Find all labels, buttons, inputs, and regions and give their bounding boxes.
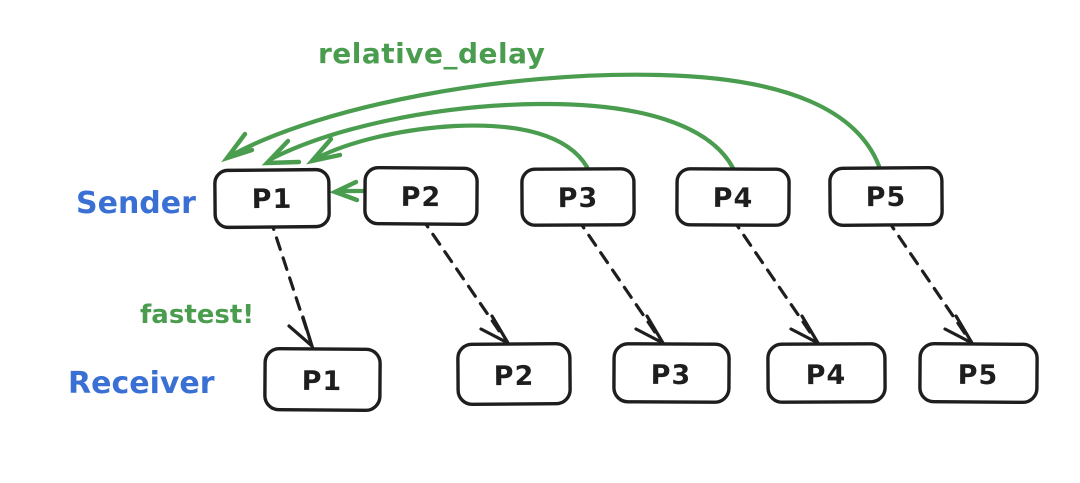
- dashed-arrow-p2-arrowhead-icon: [479, 314, 513, 347]
- arrow-p2-arrowhead-icon: [329, 179, 360, 203]
- dashed-arrow-p4-arrowhead-icon: [789, 314, 823, 347]
- dashed-arrow-p4: [730, 216, 816, 340]
- delivery-arrows: [268, 215, 977, 351]
- receiver-box-p3-label: P3: [651, 360, 692, 391]
- sender-box-p3-label: P3: [558, 183, 599, 214]
- receiver-box-p5: P5: [918, 341, 1039, 405]
- arc-p3-to-p1: [314, 123, 590, 170]
- arc-p5-to-p1: [229, 72, 882, 169]
- arc-p3-arrowhead-icon: [306, 136, 343, 165]
- receiver-label: Receiver: [68, 366, 215, 401]
- receiver-box-p4-label: P4: [806, 360, 847, 391]
- receiver-box-p2: P2: [456, 342, 572, 406]
- sender-box-p5: P5: [828, 166, 944, 227]
- relative-delay-arrows: [221, 72, 882, 203]
- receiver-box-p3: P3: [612, 342, 731, 404]
- sender-box-p1: P1: [213, 167, 331, 230]
- fastest-label: fastest!: [140, 300, 254, 330]
- receiver-box-p1: P1: [263, 347, 382, 413]
- dashed-arrow-p5-arrowhead-icon: [943, 314, 977, 347]
- sender-box-p3: P3: [520, 167, 636, 227]
- receiver-box-p1-label: P1: [302, 366, 343, 397]
- sender-box-p2-label: P2: [401, 182, 442, 213]
- sender-box-p1-label: P1: [252, 184, 293, 215]
- dashed-arrow-p3: [575, 216, 661, 340]
- sender-label: Sender: [76, 186, 196, 221]
- dashed-arrow-p5: [885, 217, 970, 340]
- sender-row: Sender P1 P2 P3 P4 P5: [76, 166, 944, 230]
- arc-p4-arrowhead-icon: [261, 138, 302, 166]
- receiver-box-p4: P4: [766, 342, 887, 404]
- sender-box-p2: P2: [363, 166, 479, 226]
- relative-delay-label: relative_delay: [318, 37, 545, 70]
- sender-box-p4-label: P4: [713, 183, 754, 214]
- dashed-arrow-p2: [419, 215, 506, 340]
- receiver-box-p2-label: P2: [494, 361, 535, 392]
- arc-p5-arrowhead-icon: [221, 131, 255, 163]
- dashed-arrow-p1-arrowhead-icon: [287, 315, 316, 351]
- arc-p4-to-p1: [268, 101, 736, 171]
- sender-box-p4: P4: [675, 167, 791, 227]
- dashed-arrow-p3-arrowhead-icon: [634, 314, 668, 347]
- sender-box-p5-label: P5: [866, 182, 907, 213]
- receiver-row: Receiver P1 P2 P3 P4 P5: [68, 341, 1039, 413]
- receiver-box-p5-label: P5: [958, 360, 999, 391]
